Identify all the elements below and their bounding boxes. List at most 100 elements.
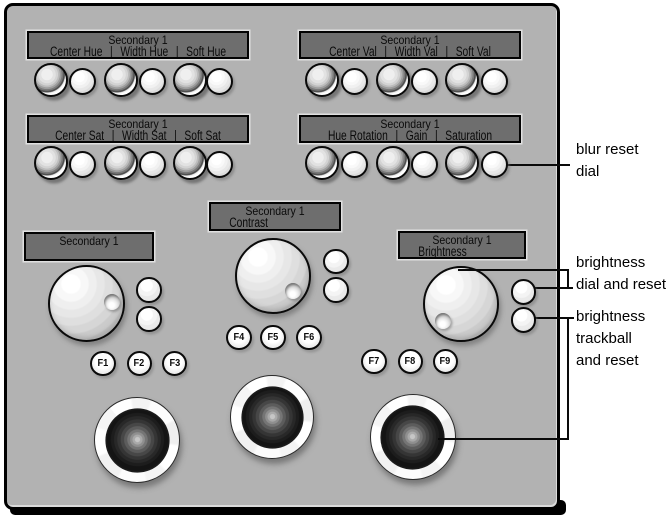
callout-text-line: brightness (576, 308, 646, 325)
contrast-dial-reset[interactable] (323, 248, 349, 275)
sat-display-title: Secondary 1 (107, 117, 168, 131)
contrast-dial-indicator (285, 283, 301, 299)
sat-display: Secondary 1 Center Sat | Width Sat | Sof… (26, 115, 249, 143)
callout-line-trackball (438, 437, 569, 440)
callout-blur-reset-dial: blur reset dial (576, 139, 639, 182)
callout-bracket-dial (566, 269, 569, 289)
hue-display-title: Secondary 1 (107, 33, 168, 47)
center-hue-dial[interactable] (33, 62, 68, 97)
soft-hue-dial[interactable] (172, 62, 207, 97)
contrast-display-title: Secondary 1 (245, 204, 305, 218)
f6-button[interactable]: F6 (296, 324, 322, 350)
callout-text-line: and reset (576, 352, 639, 369)
contrast-label: Contrast (229, 214, 269, 230)
center-hue-reset[interactable] (68, 68, 96, 95)
width-val-dial[interactable] (375, 62, 410, 97)
separator: | (395, 127, 399, 143)
label-soft-val: Soft Val (455, 43, 491, 59)
val-display-title: Secondary 1 (380, 33, 440, 47)
separator: | (111, 127, 114, 143)
label-center-sat: Center Sat (54, 127, 104, 143)
contrast-display-subtitle: Contrast (211, 214, 308, 230)
f7-button-label: F7 (368, 356, 380, 368)
hue-rotation-dial[interactable] (304, 146, 339, 180)
left-channel-display: Secondary 1 (23, 232, 154, 261)
soft-val-reset[interactable] (480, 68, 508, 95)
contrast-dial[interactable] (234, 238, 311, 314)
width-val-reset[interactable] (410, 68, 438, 95)
separator: | (434, 127, 438, 143)
sat-display-labels: Center Sat | Width Sat | Soft Sat (54, 127, 221, 143)
contrast-display: Secondary 1 Contrast (209, 202, 341, 231)
center-trackball[interactable] (230, 375, 314, 459)
center-sat-reset[interactable] (68, 151, 96, 178)
soft-val-dial[interactable] (445, 62, 479, 97)
adjust-display-labels: Hue Rotation | Gain | Saturation (327, 127, 493, 143)
brightness-dial[interactable] (423, 266, 499, 342)
left-trackball[interactable] (94, 397, 181, 483)
callout-text-line: blur reset (576, 141, 639, 158)
gain-dial[interactable] (375, 146, 410, 180)
separator: | (175, 43, 179, 59)
left-trackball-reset[interactable] (136, 306, 162, 332)
adjust-display-title: Secondary 1 (380, 117, 440, 131)
brightness-trackball-reset[interactable] (510, 307, 537, 333)
val-display: Secondary 1 Center Val | Width Val | Sof… (299, 31, 521, 59)
f3-button[interactable]: F3 (161, 350, 188, 377)
brightness-trackball[interactable] (369, 394, 456, 480)
gain-reset[interactable] (410, 151, 438, 178)
label-width-val: Width Val (394, 43, 438, 59)
callout-line-blur (506, 164, 570, 166)
label-center-hue: Center Hue (49, 43, 102, 59)
label-gain: Gain (405, 127, 428, 143)
brightness-display-subtitle: Brightness (400, 243, 494, 259)
soft-sat-dial[interactable] (172, 146, 207, 180)
width-hue-reset[interactable] (138, 68, 166, 95)
left-channel-dial[interactable] (47, 264, 125, 342)
width-sat-reset[interactable] (138, 151, 166, 178)
f9-button[interactable]: F9 (432, 348, 458, 375)
label-soft-hue: Soft Hue (185, 43, 226, 59)
width-hue-dial[interactable] (103, 62, 138, 97)
f6-button-label: F6 (303, 331, 315, 343)
f2-button[interactable]: F2 (126, 350, 152, 377)
width-sat-dial[interactable] (103, 146, 138, 180)
separator: | (109, 43, 113, 59)
hue-display-labels: Center Hue | Width Hue | Soft Hue (49, 43, 225, 59)
callout-brightness-trackball: brightness trackball and reset (576, 306, 645, 372)
left-dial-reset[interactable] (136, 277, 162, 303)
separator: | (445, 43, 449, 59)
f1-button[interactable]: F1 (90, 350, 116, 377)
blur-reset-dial[interactable] (480, 151, 508, 178)
center-trackball-ball (242, 387, 302, 447)
f3-button-label: F3 (169, 358, 180, 370)
val-display-labels: Center Val | Width Val | Soft Val (327, 43, 493, 59)
f2-button-label: F2 (133, 358, 145, 370)
callout-line-trackball-reset (530, 316, 574, 319)
callout-line-dial-top (458, 269, 569, 271)
contrast-trackball-reset[interactable] (323, 277, 349, 303)
center-val-reset[interactable] (340, 68, 368, 95)
hue-rotation-reset[interactable] (340, 151, 368, 178)
center-sat-dial[interactable] (33, 146, 68, 180)
brightness-label: Brightness (418, 243, 467, 259)
f8-button[interactable]: F8 (397, 348, 423, 375)
f4-button[interactable]: F4 (226, 324, 252, 350)
f5-button[interactable]: F5 (260, 324, 286, 350)
f7-button[interactable]: F7 (361, 348, 387, 375)
callout-brightness-dial: brightness dial and reset (576, 252, 666, 296)
f5-button-label: F5 (267, 331, 279, 343)
brightness-display: Secondary 1 Brightness (398, 231, 526, 259)
saturation-dial[interactable] (445, 146, 479, 180)
soft-hue-reset[interactable] (205, 68, 233, 95)
f4-button-label: F4 (233, 331, 245, 343)
label-width-hue: Width Hue (119, 43, 168, 59)
callout-bracket-trackball (566, 316, 569, 440)
brightness-dial-reset[interactable] (510, 279, 537, 305)
f8-button-label: F8 (404, 356, 416, 368)
brightness-display-title: Secondary 1 (432, 233, 492, 247)
callout-text-line: brightness (576, 254, 646, 271)
soft-sat-reset[interactable] (205, 151, 233, 178)
center-val-dial[interactable] (304, 62, 339, 97)
left-channel-dial-indicator (104, 294, 120, 310)
